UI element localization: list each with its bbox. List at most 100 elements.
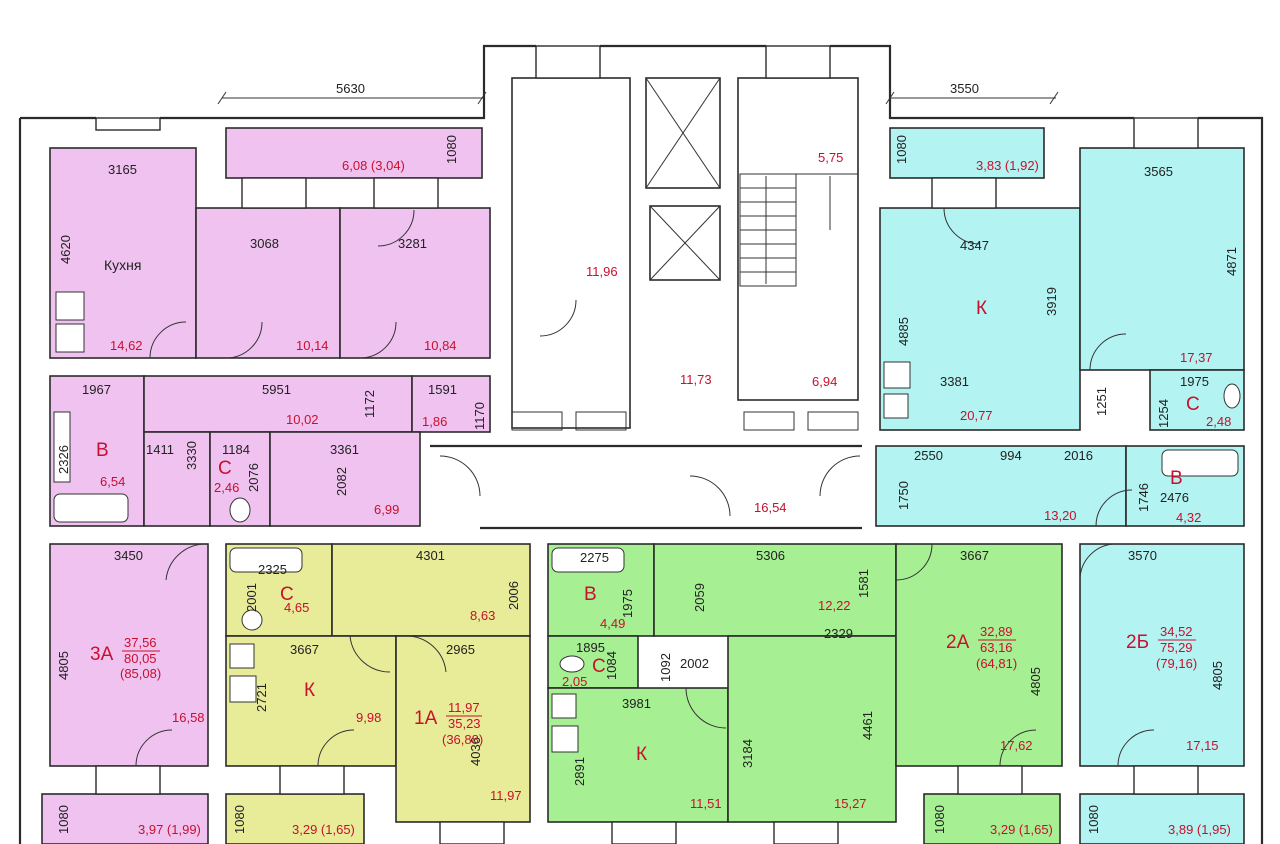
dim-label: 2076 (246, 463, 261, 492)
dim-label: 2326 (56, 445, 71, 474)
sink-icon (883, 393, 909, 419)
apartment-2B (875, 127, 1245, 844)
dimension-labels: 5630 3550 3165 1080 3068 3281 4620 1967 … (56, 81, 1239, 834)
top-dimension-lines (217, 91, 1059, 105)
dim-label: 5630 (336, 81, 365, 96)
dim-label: 1254 (1156, 399, 1171, 428)
dim-label: 2016 (1064, 448, 1093, 463)
dim-label: 1080 (1086, 805, 1101, 834)
room-type-label: К (304, 680, 315, 701)
room-1658 (49, 543, 209, 767)
hall-lower (143, 431, 211, 527)
area-label: 6,54 (100, 474, 125, 489)
room-type-label: В (96, 440, 109, 461)
dim-label: 994 (1000, 448, 1022, 463)
room-1A (395, 635, 531, 823)
apartment-name: 1А (414, 708, 438, 729)
area-label: 11,73 (680, 372, 712, 387)
dim-label: 1092 (658, 653, 673, 682)
apartment-name: 2А (946, 632, 970, 653)
dim-label: 2476 (1160, 490, 1189, 505)
balcony-top-2B (889, 127, 1045, 179)
dim-label: 2891 (572, 757, 587, 786)
room-labels: Кухня В С С К В С К К С В (96, 257, 1200, 765)
sink-icon (55, 323, 85, 353)
bathtub-icon (53, 493, 129, 523)
dim-label: 1591 (428, 382, 457, 397)
dim-label: 1080 (56, 805, 71, 834)
living-area: 37,56 (124, 635, 157, 650)
area-label: 16,54 (754, 500, 787, 515)
dim-label: 1084 (604, 651, 619, 680)
kitchen-2A (547, 687, 729, 823)
dim-label: 1080 (232, 805, 247, 834)
doors (135, 207, 1155, 767)
bathtub-icon (53, 411, 71, 483)
area-label: 10,02 (286, 412, 319, 427)
room-type-label: В (584, 584, 597, 605)
area-label: 17,37 (1180, 350, 1213, 365)
area-label: 2,46 (214, 480, 239, 495)
dim-label: 1975 (1180, 374, 1209, 389)
area-label: 4,32 (1176, 510, 1201, 525)
lobby-left (511, 77, 631, 429)
dim-label: 1172 (362, 390, 377, 418)
area-label: 4,49 (600, 616, 625, 631)
dim-label: 2325 (258, 562, 287, 577)
dim-label: 3165 (108, 162, 137, 177)
dim-label: 3981 (622, 696, 651, 711)
dim-label: 3565 (1144, 164, 1173, 179)
summary-2B: 2Б 34,52 75,29 (79,16) (1126, 624, 1197, 671)
dim-label: 1746 (1136, 483, 1151, 512)
dim-label: 4620 (58, 235, 73, 264)
dim-label: 2059 (692, 583, 707, 612)
dim-label: 3550 (950, 81, 979, 96)
total-area: 75,29 (1160, 640, 1193, 655)
area-label: 2,48 (1206, 414, 1231, 429)
common-core (430, 77, 862, 530)
dim-label: 4347 (960, 238, 989, 253)
toilet-icon (241, 609, 263, 631)
area-labels: 6,08 (3,04) 14,62 10,14 10,84 10,02 1,86… (100, 150, 1231, 837)
room-1084 (339, 207, 491, 359)
stove-icon (551, 725, 579, 753)
toilet-icon (1223, 383, 1241, 409)
area-with-balcony: (36,88) (442, 732, 483, 747)
stove-icon (883, 361, 911, 389)
area-label: 3,97 (1,99) (138, 822, 201, 837)
total-area: 63,16 (980, 640, 1013, 655)
dim-label: 4805 (1028, 667, 1043, 696)
dim-label: 3450 (114, 548, 143, 563)
living-area: 11,97 (448, 700, 480, 715)
area-label: 17,62 (1000, 738, 1033, 753)
area-label: 11,97 (490, 788, 522, 803)
dim-label: 5951 (262, 382, 291, 397)
area-label: 8,63 (470, 608, 495, 623)
dim-label: 1170 (472, 402, 487, 430)
area-with-balcony: (79,16) (1156, 656, 1197, 671)
area-label: 14,62 (110, 338, 143, 353)
hall-2A (653, 543, 897, 637)
summary-1A: 1А 11,97 35,23 (36,88) (414, 700, 483, 747)
dim-label: 2550 (914, 448, 943, 463)
area-label: 15,27 (834, 796, 867, 811)
area-label: 12,22 (818, 598, 851, 613)
dim-label: 3361 (330, 442, 359, 457)
hall-1A (331, 543, 531, 637)
dim-label: 3068 (250, 236, 279, 251)
dim-label: 4871 (1224, 247, 1239, 276)
dim-label: 3919 (1044, 287, 1059, 316)
dim-label: 2329 (824, 626, 853, 641)
area-label: 3,89 (1,95) (1168, 822, 1231, 837)
toilet-icon (229, 497, 251, 523)
sink-icon (551, 693, 577, 719)
room-type-label: С (218, 458, 232, 479)
area-label: 10,84 (424, 338, 457, 353)
dim-label: 3381 (940, 374, 969, 389)
room-1737 (1079, 147, 1245, 371)
room-699 (269, 431, 421, 527)
room-1762 (895, 543, 1063, 767)
area-label: 9,98 (356, 710, 381, 725)
dim-label: 3281 (398, 236, 427, 251)
dim-label: 4461 (860, 711, 875, 740)
